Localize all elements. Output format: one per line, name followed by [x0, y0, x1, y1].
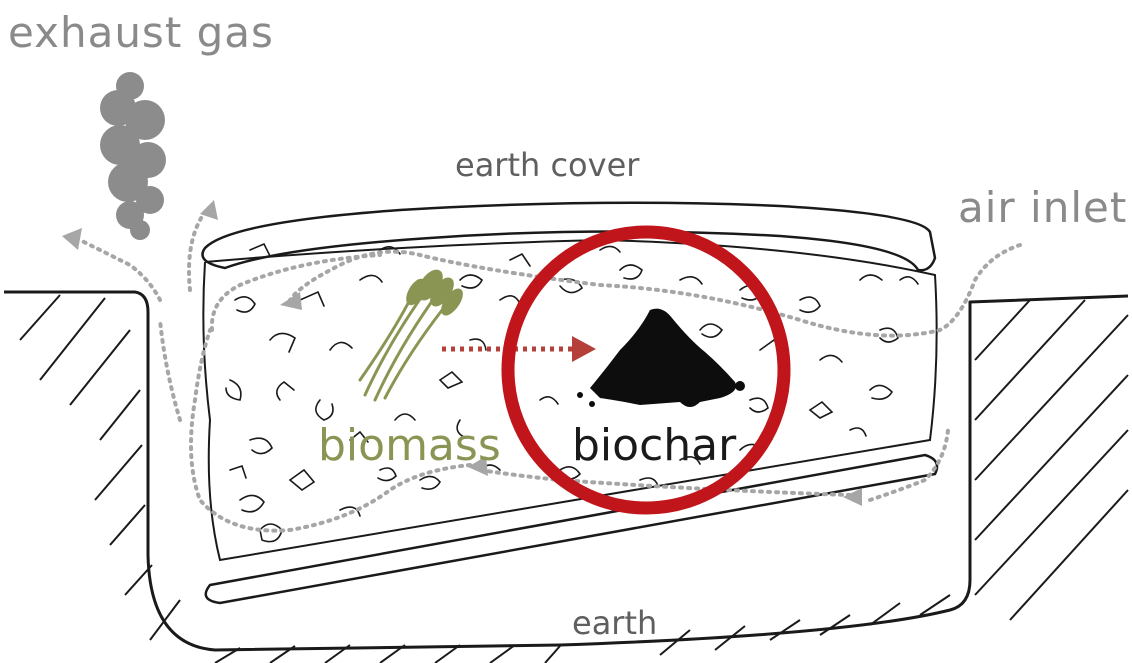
ground-surface [4, 292, 1128, 650]
ground-hatching-right [975, 300, 1128, 620]
biochar-label: biochar [572, 420, 736, 471]
arrowhead-exhaust-left [62, 228, 82, 250]
biomass-pile-outline [203, 240, 936, 560]
earth-label: earth [572, 604, 657, 642]
biochar-pile [577, 309, 745, 407]
biomass-plant-icon [360, 267, 465, 400]
bottom-air-channel [206, 455, 937, 603]
ground-hatching-left [20, 295, 180, 640]
biomass-label: biomass [318, 420, 501, 471]
exhaust-gas-label: exhaust gas [8, 8, 274, 57]
arrowhead-top-return [280, 292, 302, 310]
earth-cover-label: earth cover [455, 146, 639, 184]
conversion-arrow [442, 336, 596, 362]
air-inlet-label: air inlet [958, 183, 1127, 232]
exhaust-smoke [100, 72, 166, 240]
